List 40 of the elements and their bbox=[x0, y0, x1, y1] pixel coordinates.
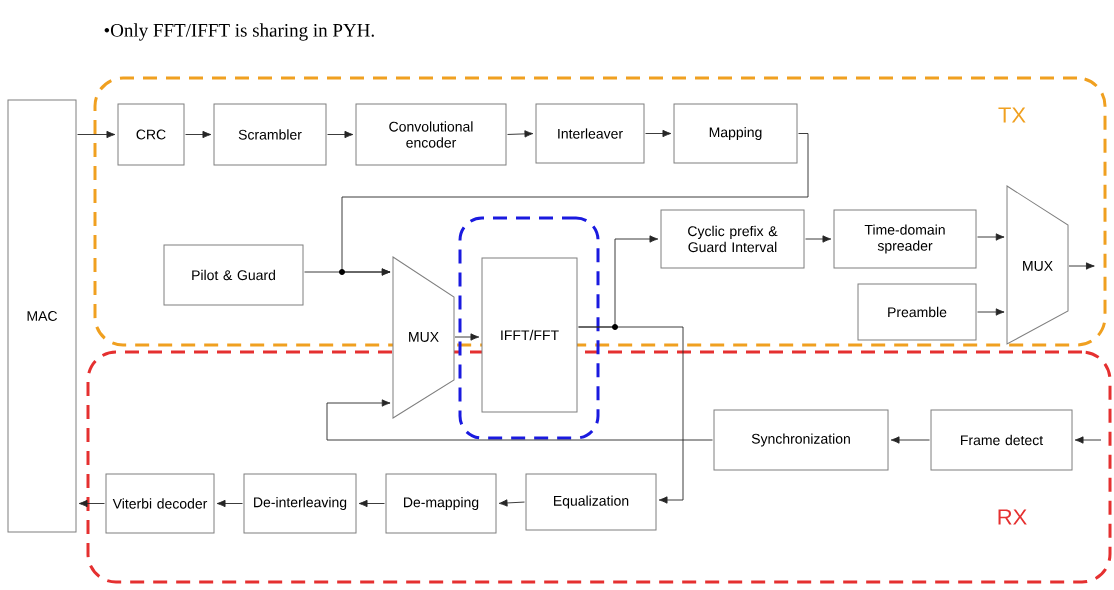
dashed-region bbox=[458, 216, 600, 440]
process-box: CRC bbox=[117, 103, 185, 166]
arrow bbox=[185, 130, 212, 139]
arrow bbox=[507, 130, 534, 138]
process-box: Frame detect bbox=[930, 409, 1073, 471]
arrow bbox=[578, 326, 684, 504]
process-box: Cyclic prefix & Guard Interval bbox=[660, 209, 805, 269]
arrow bbox=[358, 499, 385, 508]
process-box: Equalization bbox=[525, 473, 657, 531]
process-box: Mapping bbox=[673, 103, 798, 164]
arrow bbox=[1074, 436, 1102, 444]
arrow bbox=[78, 499, 105, 508]
arrow bbox=[304, 268, 391, 276]
arrow bbox=[327, 130, 354, 139]
arrow bbox=[326, 399, 713, 441]
title: •Only FFT/IFFT is sharing in PYH. bbox=[104, 23, 374, 41]
arrow bbox=[805, 235, 832, 243]
arrow bbox=[977, 308, 1005, 316]
process-box: Pilot & Guard bbox=[163, 244, 304, 306]
arrow bbox=[216, 499, 243, 508]
arrow bbox=[498, 499, 525, 507]
arrow bbox=[890, 436, 930, 444]
process-box: Interleaver bbox=[535, 103, 645, 164]
process-box: IFFT/FFT bbox=[481, 257, 578, 413]
arrow bbox=[977, 233, 1005, 241]
arrow bbox=[645, 129, 672, 138]
mux-trapezoid: MUX bbox=[392, 256, 455, 419]
process-box: Viterbi decoder bbox=[105, 473, 215, 534]
process-box: De-mapping bbox=[385, 473, 497, 534]
arrow bbox=[1068, 262, 1095, 270]
arrow bbox=[77, 130, 116, 139]
process-box: Synchronization bbox=[713, 409, 889, 471]
process-box: Time-domain spreader bbox=[833, 209, 977, 269]
process-box: De-interleaving bbox=[243, 473, 357, 534]
mux-trapezoid: MUX bbox=[1006, 185, 1069, 345]
process-box: MAC bbox=[7, 99, 77, 533]
arrow bbox=[454, 333, 480, 341]
process-box: Convolutional encoder bbox=[355, 103, 507, 166]
process-box: Scrambler bbox=[213, 103, 327, 166]
process-box: Preamble bbox=[857, 283, 977, 341]
